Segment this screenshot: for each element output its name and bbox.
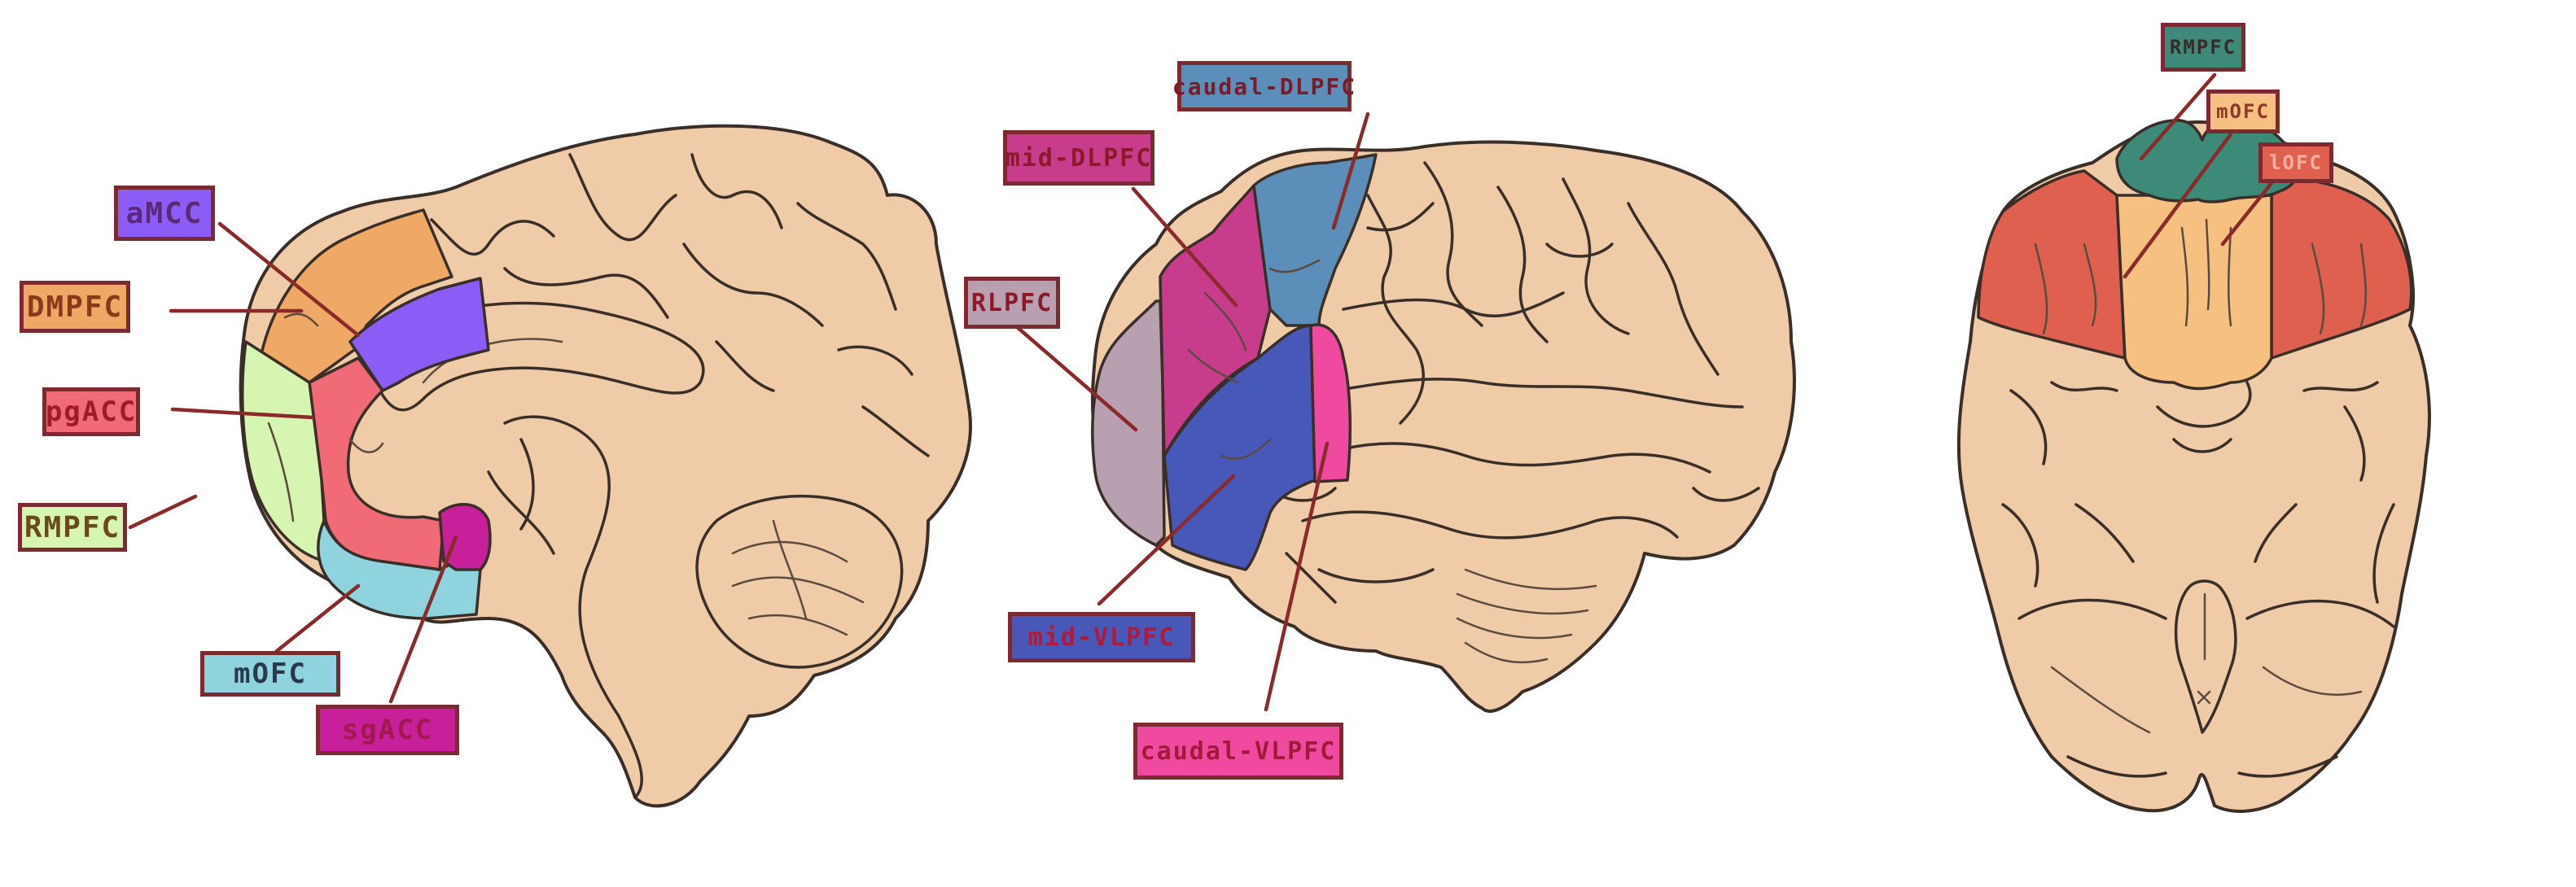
leader-amcc	[217, 221, 361, 338]
region-mofc-ventral	[2115, 194, 2273, 391]
label-lofc: lOFC	[2258, 142, 2333, 183]
label-dmpfc: DMPFC	[20, 281, 130, 333]
label-mofc-ventral: mOFC	[2206, 90, 2280, 133]
region-caudal-vlpfc	[1309, 323, 1352, 483]
label-sgacc: sgACC	[316, 705, 459, 755]
label-amcc: aMCC	[114, 186, 215, 241]
label-caudal-dlpfc: caudal-DLPFC	[1172, 61, 1355, 111]
medial-view	[239, 124, 972, 808]
region-dmpfc	[257, 208, 453, 384]
leader-rmpfc-ventral	[2139, 72, 2217, 161]
leader-caudal-dlpfc	[1331, 111, 1370, 230]
leader-pgacc	[170, 407, 315, 420]
region-mid-vlpfc	[1163, 324, 1316, 571]
label-mid-dlpfc: mid-DLPFC	[1003, 130, 1154, 186]
ventral-view	[1956, 119, 2431, 813]
region-amcc	[348, 277, 490, 392]
leader-sgacc	[388, 535, 458, 704]
region-sgacc	[438, 503, 492, 571]
label-pgacc: pgACC	[42, 387, 140, 436]
leader-lofc	[2220, 181, 2274, 247]
leader-caudal-vlpfc	[1264, 441, 1330, 712]
leader-rmpfc	[128, 494, 198, 530]
leader-mid-dlpfc	[1131, 186, 1238, 308]
lateral-view	[1090, 140, 1796, 713]
region-lofc-left	[1977, 169, 2127, 360]
label-mofc-medial: mOFC	[200, 651, 340, 697]
leader-rlpfc	[1013, 323, 1138, 432]
label-caudal-vlpfc: caudal-VLPFC	[1133, 723, 1343, 780]
region-mofc-medial	[317, 519, 482, 620]
label-rmpfc-ventral: RMPFC	[2161, 23, 2245, 72]
label-rlpfc: RLPFC	[964, 277, 1060, 329]
leader-mid-vlpfc	[1097, 474, 1236, 606]
region-caudal-dlpfc	[1252, 153, 1378, 327]
label-mid-vlpfc: mid-VLPFC	[1008, 612, 1195, 662]
leader-mofc	[274, 583, 361, 653]
label-rmpfc-medial: RMPFC	[18, 503, 127, 552]
region-lofc-right	[2270, 177, 2413, 360]
leader-mofc-ventral	[2123, 132, 2233, 279]
